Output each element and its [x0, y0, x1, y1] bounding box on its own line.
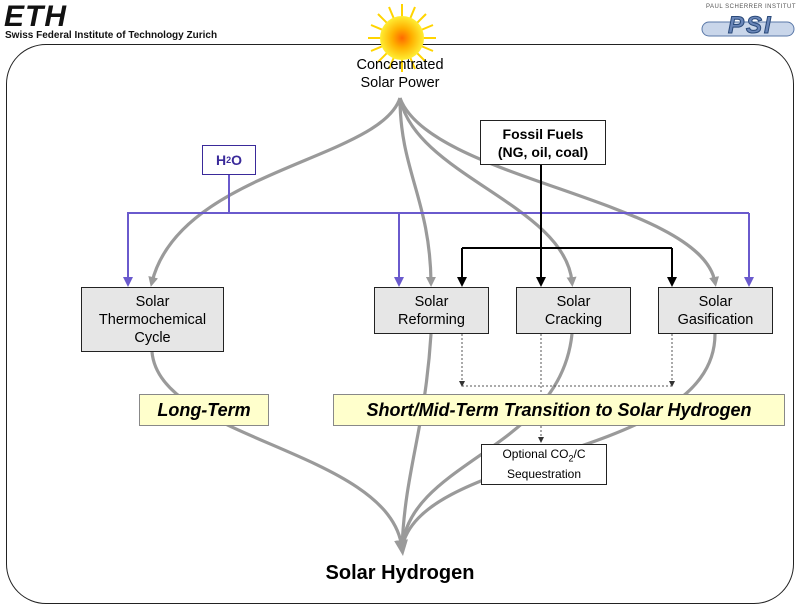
process-label: Reforming [398, 311, 465, 328]
process-box-reforming: Solar Reforming [374, 287, 489, 334]
csp-label-line1: Concentrated [356, 57, 444, 73]
psi-institute-label: PAUL SCHERRER INSTITUT [706, 4, 797, 10]
sequestration-line2: Sequestration [506, 466, 582, 481]
process-label: Gasification [677, 311, 754, 328]
process-label: Cycle [134, 329, 171, 346]
sun-icon [368, 4, 436, 72]
solar-hydrogen-label: Solar Hydrogen [325, 562, 475, 584]
csp-to-gasification-arrow [398, 97, 720, 287]
sequestration-line1: Optional CO2/C [502, 447, 586, 464]
short-term-banner: Short/Mid-Term Transition to Solar Hydro… [333, 394, 785, 426]
process-box-thermochemical: Solar Thermochemical Cycle [81, 287, 224, 352]
process-label: Solar [556, 293, 591, 310]
csp-to-reforming-arrow [398, 97, 436, 287]
csp-label-line2: Solar Power [360, 75, 440, 91]
process-label: Thermochemical [98, 311, 207, 328]
thermochemical-to-hydrogen-arrow [150, 351, 408, 556]
process-box-gasification: Solar Gasification [658, 287, 773, 334]
eth-logo: ETH [4, 0, 67, 33]
csp-to-thermochemical-arrow [148, 97, 402, 287]
process-label: Solar [698, 293, 733, 310]
process-box-cracking: Solar Cracking [516, 287, 631, 334]
long-term-banner: Long-Term [139, 394, 269, 426]
water-symbol-o: O [231, 152, 243, 168]
fossil-fuels-line1: Fossil Fuels [502, 125, 584, 142]
psi-logo-text: PSI [728, 12, 773, 40]
water-symbol-h: H [215, 152, 227, 168]
water-subscript: 2 [226, 155, 232, 165]
psi-logo-bars [701, 21, 795, 37]
reforming-to-hydrogen-arrow [400, 333, 433, 549]
process-label: Cracking [544, 311, 603, 328]
csp-label: Concentrated Solar Power [330, 56, 470, 92]
gasification-to-hydrogen-arrow [400, 333, 717, 549]
eth-subtitle: Swiss Federal Institute of Technology Zu… [5, 30, 218, 41]
fossil-fuels-line2: (NG, oil, coal) [497, 143, 589, 160]
diagram-canvas [123, 4, 754, 556]
process-label: Solar [135, 293, 170, 310]
csp-to-cracking-arrow [398, 97, 577, 287]
fossil-fuels-box: Fossil Fuels (NG, oil, coal) [480, 120, 606, 165]
sequestration-box: Optional CO2/C Sequestration [481, 444, 607, 485]
process-label: Solar [414, 293, 449, 310]
